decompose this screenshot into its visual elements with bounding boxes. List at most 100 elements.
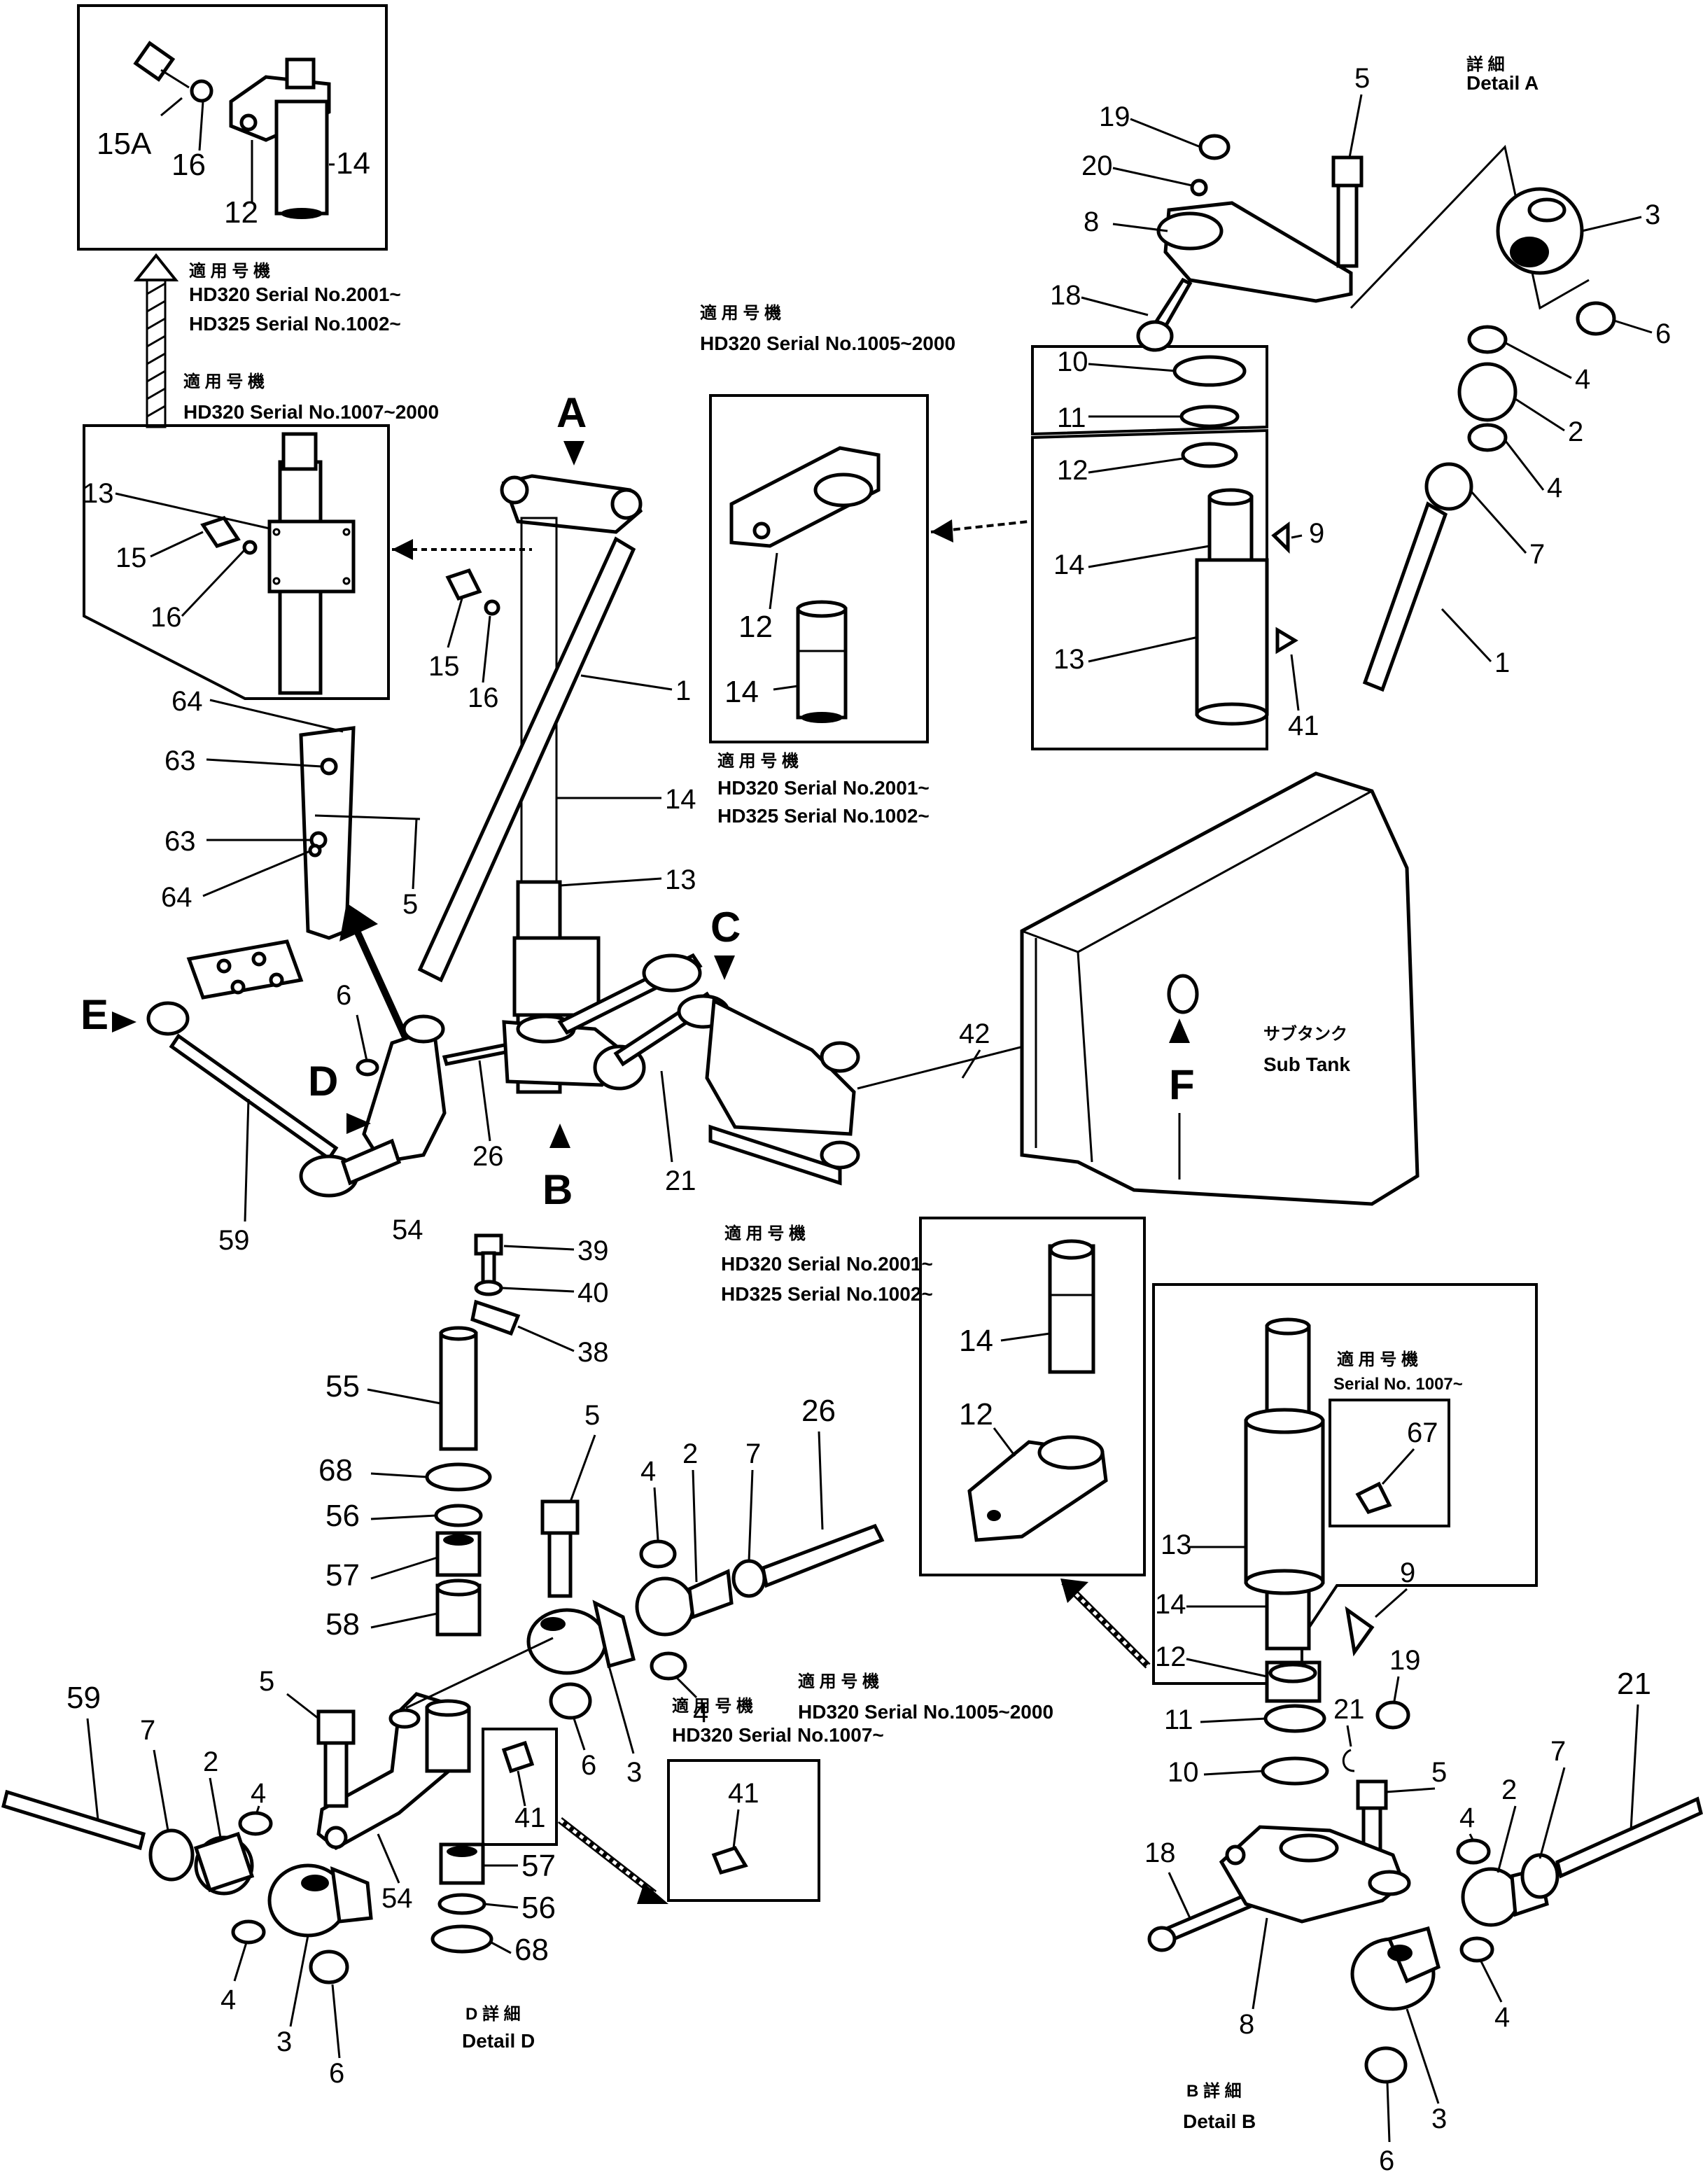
- label-rl-12: 12: [1155, 1642, 1186, 1672]
- label-main-14: 14: [665, 784, 696, 815]
- label-d-41a: 41: [514, 1802, 546, 1833]
- label-d-5b: 5: [259, 1666, 274, 1697]
- label-main-59: 59: [218, 1225, 250, 1256]
- label-rl-13: 13: [1161, 1530, 1192, 1560]
- label-b-3: 3: [1431, 2104, 1447, 2134]
- label-a-5: 5: [1354, 63, 1370, 94]
- label-a-18: 18: [1050, 280, 1081, 311]
- label-main-5: 5: [402, 889, 418, 920]
- label-b-2: 2: [1501, 1774, 1517, 1805]
- detail-d-inset: 適 用 号 機 HD320 Serial No.1007~ 41: [667, 1696, 884, 1902]
- right-top-box: 10 11 12 9 14 13 41: [1031, 345, 1324, 750]
- label-d-59: 59: [66, 1681, 101, 1715]
- label-d-56a: 56: [325, 1499, 360, 1533]
- label-b-18: 18: [1144, 1837, 1176, 1868]
- main-assembly: A 15 16 1 14 13 64 63 63 64 5: [80, 389, 1420, 1256]
- applicability-heading-lm: 適 用 号 機: [183, 372, 265, 391]
- label-d-2a: 2: [682, 1438, 698, 1469]
- detail-d-group: 39 40 38 55 68 56 57 58 5: [1, 1233, 885, 2089]
- label-b-7: 7: [1550, 1736, 1566, 1767]
- detail-b-en: Detail B: [1183, 2110, 1256, 2132]
- label-rt-14: 14: [1053, 550, 1085, 580]
- bolt-15a-icon: [133, 41, 190, 89]
- label-dd-41: 41: [728, 1778, 759, 1809]
- detail-a-group: 詳 細 Detail A 19 20 5 8 18 3: [1050, 55, 1671, 692]
- applicability-heading-ctb: 適 用 号 機: [717, 751, 799, 771]
- applicability-line-ctb-1: HD320 Serial No.2001~: [717, 777, 930, 799]
- label-b-19: 19: [1389, 1645, 1421, 1676]
- label-a-3: 3: [1645, 200, 1660, 230]
- label-d-26: 26: [801, 1394, 836, 1428]
- label-d-57a: 57: [325, 1558, 360, 1592]
- label-main-15: 15: [428, 651, 460, 682]
- view-letter-d: D: [308, 1058, 338, 1105]
- label-a-4a: 4: [1575, 364, 1590, 395]
- detail-a-jp: 詳 細: [1466, 55, 1505, 74]
- label-ct-14: 14: [724, 675, 759, 709]
- label-d-68b: 68: [514, 1933, 549, 1967]
- label-d-2b: 2: [203, 1746, 218, 1777]
- label-main-21: 21: [665, 1166, 696, 1196]
- label-a-1: 1: [1494, 648, 1510, 678]
- label-cl-14: 14: [959, 1324, 993, 1358]
- detail-d-jp: D 詳 細: [465, 2004, 521, 2024]
- label-a-19: 19: [1099, 102, 1130, 132]
- label-rt-12: 12: [1057, 455, 1088, 486]
- label-main-63a: 63: [164, 746, 196, 776]
- bracket-pin-icon: [229, 57, 331, 219]
- center-low-box: 適 用 号 機 HD320 Serial No.2001~ HD325 Seri…: [721, 1217, 1146, 1576]
- label-d-55: 55: [325, 1369, 360, 1404]
- label-b-21b: 21: [1617, 1667, 1651, 1701]
- detail-a-en: Detail A: [1466, 72, 1539, 94]
- applicability-heading-ctr: 適 用 号 機: [700, 303, 781, 323]
- label-lm-15: 15: [115, 542, 147, 573]
- label-d-58: 58: [325, 1607, 360, 1642]
- center-top-box: 12 14 適 用 号 機 HD320 Serial No.2001~ HD32…: [709, 394, 930, 827]
- label-d-5a: 5: [584, 1400, 600, 1431]
- label-main-54: 54: [392, 1214, 423, 1245]
- applicability-line-ctb-2: HD325 Serial No.1002~: [717, 805, 930, 827]
- detail-b-jp: B 詳 細: [1186, 2081, 1242, 2101]
- label-d-4c: 4: [251, 1778, 266, 1809]
- label-16: 16: [171, 148, 206, 182]
- applicability-heading-cl: 適 用 号 機: [724, 1224, 806, 1243]
- label-d-4d: 4: [220, 1984, 236, 2015]
- label-lm-13: 13: [83, 478, 114, 509]
- sub-tank-jp: サブタンク: [1263, 1024, 1347, 1044]
- view-letter-c: C: [710, 904, 741, 951]
- applicability-line-ctr: HD320 Serial No.1005~2000: [700, 332, 955, 354]
- applicability-line-lm: HD320 Serial No.1007~2000: [183, 401, 439, 423]
- applicability-line-tl-2: HD325 Serial No.1002~: [189, 313, 401, 335]
- label-main-64a: 64: [171, 686, 203, 717]
- label-rt-9: 9: [1309, 518, 1324, 549]
- label-d-3b: 3: [276, 2026, 292, 2057]
- right-low-box: 適 用 号 機 Serial No. 1007~ 67 13 14 12 11 …: [798, 1283, 1538, 1788]
- label-rt-11: 11: [1057, 402, 1086, 433]
- label-12: 12: [224, 195, 258, 230]
- label-d-4b: 4: [693, 1698, 708, 1728]
- label-a-8: 8: [1084, 206, 1099, 237]
- applicability-line-cl-2: HD325 Serial No.1002~: [721, 1283, 933, 1305]
- left-mid-box: 適 用 号 機 HD320 Serial No.1007~2000 13 15 …: [83, 372, 439, 700]
- label-b-5: 5: [1431, 1757, 1447, 1788]
- label-d-54: 54: [381, 1883, 413, 1914]
- detail-b-group: 21 19 5 18 8 4 2 7 21 4: [1144, 1645, 1703, 2176]
- label-d-57b: 57: [521, 1849, 556, 1883]
- washer-16-icon: [190, 79, 213, 103]
- label-main-42: 42: [959, 1018, 990, 1049]
- label-d-7a: 7: [745, 1438, 761, 1469]
- applicability-heading-rl: 適 用 号 機: [798, 1672, 879, 1691]
- top-left-detail-box: 15A 16 12 14: [77, 4, 388, 251]
- applicability-line-cl-1: HD320 Serial No.2001~: [721, 1253, 933, 1275]
- label-d-68a: 68: [318, 1453, 353, 1488]
- rl-sub-heading: 適 用 号 機: [1337, 1350, 1418, 1369]
- label-d-56b: 56: [521, 1891, 556, 1925]
- label-lm-16: 16: [150, 602, 182, 633]
- label-d-38: 38: [577, 1337, 609, 1368]
- label-b-4b: 4: [1494, 2002, 1510, 2033]
- applicability-line-rl: HD320 Serial No.1005~2000: [798, 1701, 1053, 1723]
- label-b-21a: 21: [1333, 1694, 1365, 1725]
- applicability-line-dd: HD320 Serial No.1007~: [672, 1724, 884, 1746]
